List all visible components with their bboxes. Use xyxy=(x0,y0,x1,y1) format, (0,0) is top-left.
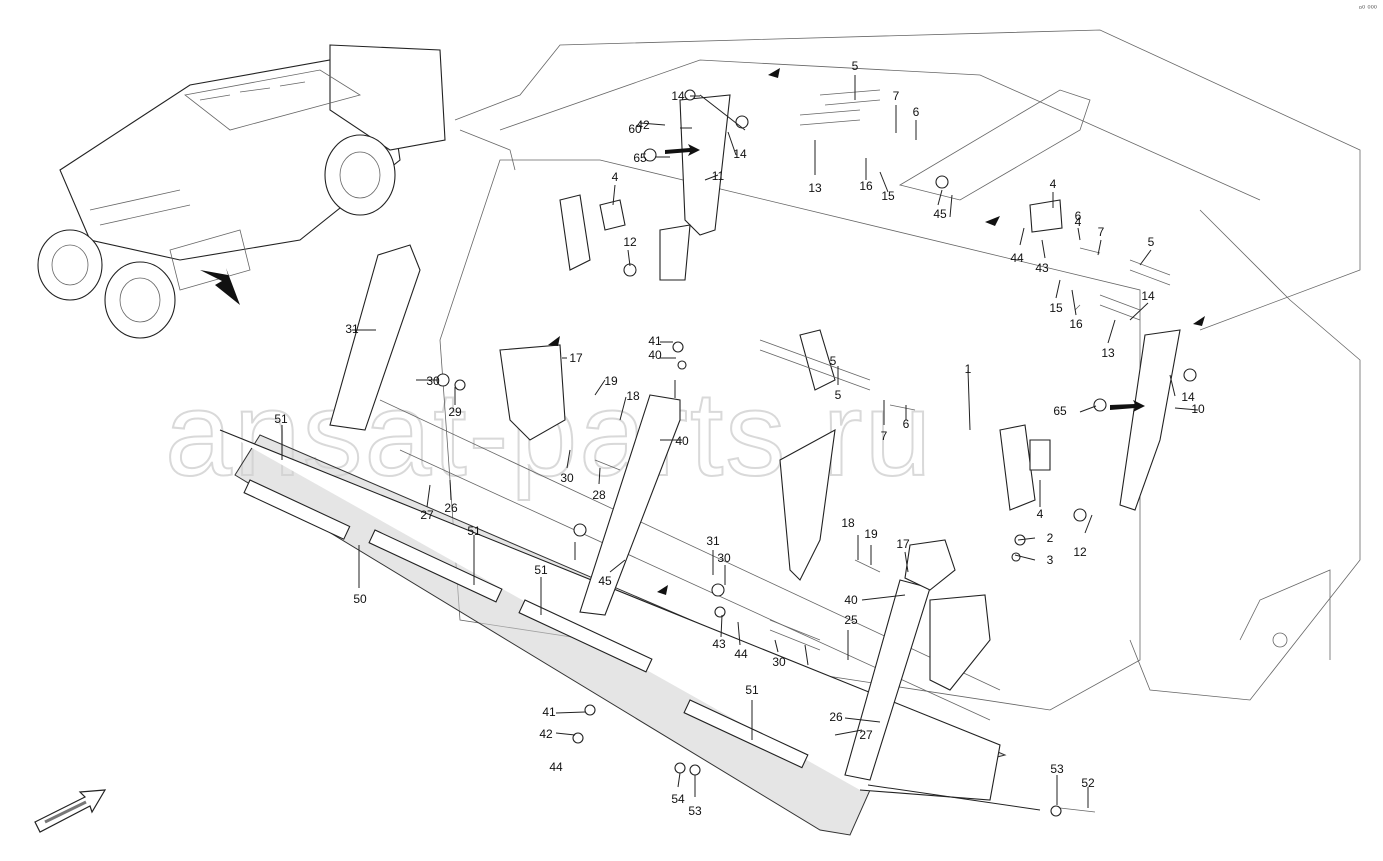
blade-assembly xyxy=(219,159,1141,836)
callout-5: 5 xyxy=(1148,235,1155,249)
callout-12: 12 xyxy=(623,235,637,249)
callout-26: 26 xyxy=(444,501,458,515)
callout-29: 29 xyxy=(448,405,462,419)
callout-5: 5 xyxy=(835,388,842,402)
callout-18: 18 xyxy=(841,516,855,530)
direction-arrows xyxy=(548,68,1205,595)
callout-45: 45 xyxy=(933,207,947,221)
callout-5: 5 xyxy=(852,59,859,73)
callout-41: 41 xyxy=(542,705,556,719)
callout-16: 16 xyxy=(859,179,873,193)
callout-18: 18 xyxy=(626,389,640,403)
callout-54: 54 xyxy=(671,792,685,806)
callout-27: 27 xyxy=(859,728,873,742)
callout-40: 40 xyxy=(648,348,662,362)
callout-17: 17 xyxy=(569,351,583,365)
callout-10: 10 xyxy=(1191,402,1205,416)
callout-14: 14 xyxy=(1181,390,1195,404)
callout-30: 30 xyxy=(426,374,440,388)
leader-lines xyxy=(281,75,1199,811)
callout-5: 5 xyxy=(830,354,837,368)
frame-structure xyxy=(454,29,1361,701)
callout-53: 53 xyxy=(688,804,702,818)
callout-42: 42 xyxy=(539,727,553,741)
callout-60: 60 xyxy=(628,122,642,136)
callout-30: 30 xyxy=(717,551,731,565)
callout-26: 26 xyxy=(829,710,843,724)
callout-30: 30 xyxy=(772,655,786,669)
callout-13: 13 xyxy=(1101,346,1115,360)
callout-4: 4 xyxy=(612,170,619,184)
callout-7: 7 xyxy=(881,429,888,443)
machine-overview-illustration xyxy=(37,44,446,339)
corner-mark: ᵒ⁰ ⁰⁰⁰ xyxy=(1358,4,1377,13)
callout-50: 50 xyxy=(353,592,367,606)
callout-4: 4 xyxy=(1037,507,1044,521)
callout-15: 15 xyxy=(1049,301,1063,315)
callout-28: 28 xyxy=(592,488,606,502)
callout-42: 42 xyxy=(636,118,650,132)
orientation-arrow-icon xyxy=(34,789,107,833)
callout-65: 65 xyxy=(633,151,647,165)
callout-19: 19 xyxy=(864,527,878,541)
callout-51: 51 xyxy=(534,563,548,577)
callout-15: 15 xyxy=(881,189,895,203)
callout-40: 40 xyxy=(675,434,689,448)
callout-7: 7 xyxy=(893,89,900,103)
callout-31: 31 xyxy=(706,534,720,548)
callout-43: 43 xyxy=(1035,261,1049,275)
callout-3: 3 xyxy=(1047,553,1054,567)
callout-2: 2 xyxy=(1047,531,1054,545)
callout-13: 13 xyxy=(808,181,822,195)
callout-51: 51 xyxy=(467,524,481,538)
callout-30: 30 xyxy=(560,471,574,485)
callout-52: 52 xyxy=(1081,776,1095,790)
callout-43: 43 xyxy=(712,637,726,651)
callout-65: 65 xyxy=(1053,404,1067,418)
callout-44: 44 xyxy=(549,760,563,774)
callout-16: 16 xyxy=(1069,317,1083,331)
callout-51: 51 xyxy=(745,683,759,697)
callout-4: 4 xyxy=(1075,215,1082,229)
callout-41: 41 xyxy=(648,334,662,348)
callout-25: 25 xyxy=(844,613,858,627)
callout-51: 51 xyxy=(274,412,288,426)
callout-27: 27 xyxy=(420,508,434,522)
callout-6: 6 xyxy=(903,417,910,431)
callout-45: 45 xyxy=(598,574,612,588)
callout-14: 14 xyxy=(1141,289,1155,303)
callout-6: 6 xyxy=(1075,209,1082,223)
callout-11: 11 xyxy=(712,169,725,183)
callout-53: 53 xyxy=(1050,762,1064,776)
callout-44: 44 xyxy=(1010,251,1024,265)
push-arms xyxy=(329,244,956,781)
callout-17: 17 xyxy=(896,537,910,551)
callout-19: 19 xyxy=(604,374,618,388)
callout-31: 31 xyxy=(345,322,359,336)
callout-14: 14 xyxy=(671,89,685,103)
callout-40: 40 xyxy=(844,593,858,607)
callout-7: 7 xyxy=(1098,225,1105,239)
callout-6: 6 xyxy=(913,105,920,119)
arrow-right-icon xyxy=(200,268,240,305)
callout-44: 44 xyxy=(734,647,748,661)
callout-14: 14 xyxy=(733,147,747,161)
callout-12: 12 xyxy=(1073,545,1087,559)
callout-4: 4 xyxy=(1050,177,1057,191)
callout-1: 1 xyxy=(965,362,972,376)
